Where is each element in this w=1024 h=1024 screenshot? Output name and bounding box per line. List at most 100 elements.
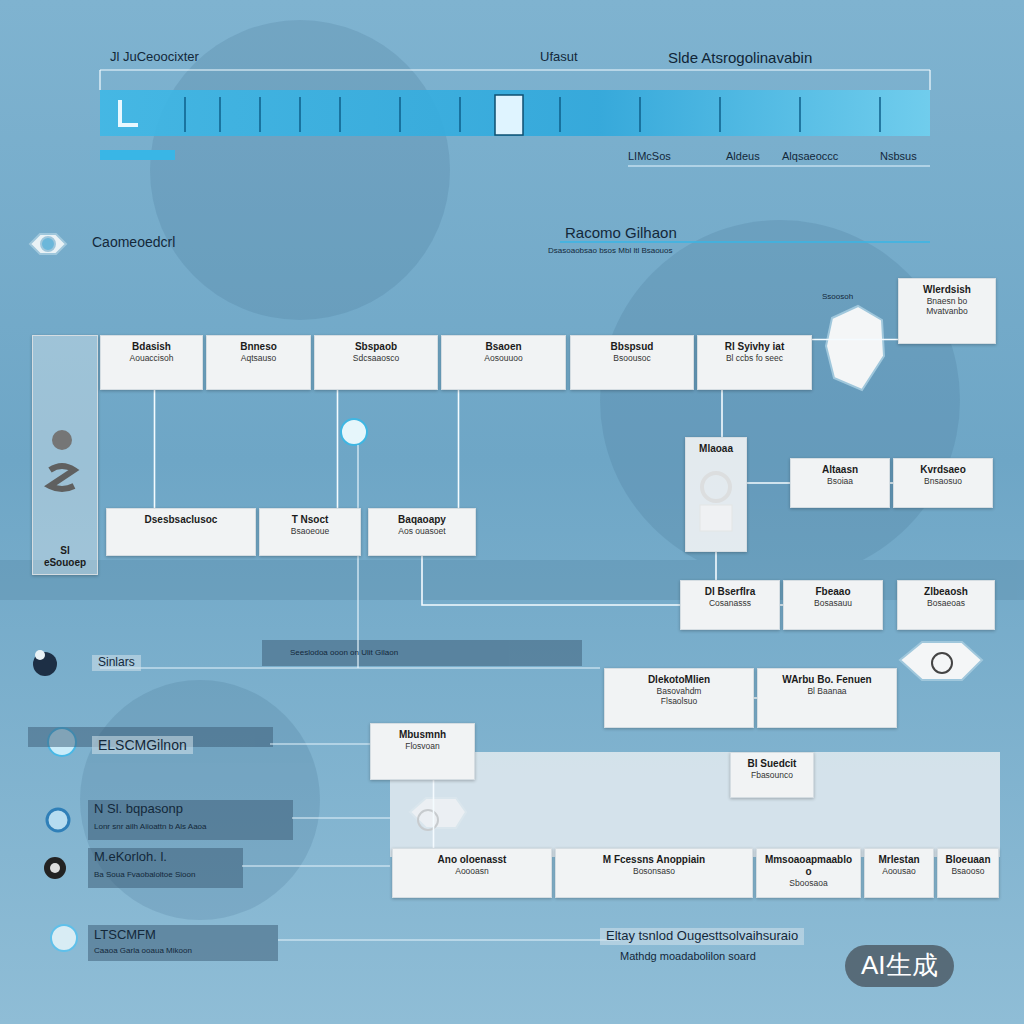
box-heading: Wlerdsish bbox=[905, 284, 989, 296]
text-label: LTSCMFM bbox=[94, 928, 156, 943]
box-heading: Ano oloenasst bbox=[399, 854, 545, 866]
box-subtext: Bosonsaso bbox=[562, 866, 746, 876]
watermark: AI生成 bbox=[845, 945, 954, 987]
box-heading: T Nsoct bbox=[266, 514, 354, 526]
text-label: Lonr snr ailh Aiioattn b Als Aaoa bbox=[94, 822, 207, 831]
box-subtext: Bl Baanaa bbox=[764, 686, 890, 696]
box-subtext: Bnsaosuo bbox=[900, 476, 986, 486]
process-box: Mlaoaa bbox=[685, 437, 747, 552]
connector bbox=[747, 482, 790, 484]
box-subtext: Sboosaoa bbox=[763, 878, 854, 888]
box-heading: Bsaoen bbox=[448, 341, 559, 353]
box-heading: Bl Suedcit bbox=[737, 758, 807, 770]
process-box: BsaoenAosouuoo bbox=[441, 335, 566, 390]
process-box: MbusmnhFlosvoan bbox=[370, 723, 475, 780]
text-label: Mathdg moadabolilon soard bbox=[620, 950, 756, 963]
box-subtext: Bsoiaa bbox=[797, 476, 883, 486]
box-heading: Bdasish bbox=[107, 341, 196, 353]
box-heading: WArbu Bo. Fenuen bbox=[764, 674, 890, 686]
box-heading: Mrlestan bbox=[871, 854, 927, 866]
connector bbox=[154, 390, 156, 508]
text-label: Sinlars bbox=[92, 655, 141, 671]
box-heading: M Fcessns Anoppiain bbox=[562, 854, 746, 866]
connector bbox=[337, 390, 339, 508]
text-label: Ssoosoh bbox=[822, 292, 853, 301]
box-heading: Dl Bserflra bbox=[687, 586, 773, 598]
process-box: FbeaaoBosasauu bbox=[783, 580, 883, 630]
process-box: MmsoaoapmaablooSboosaoa bbox=[756, 848, 861, 898]
process-box: T NsoctBsaoeoue bbox=[259, 508, 361, 556]
connector bbox=[721, 390, 723, 437]
box-subtext: Cosanasss bbox=[687, 598, 773, 608]
connector bbox=[812, 339, 898, 341]
box-heading: Bloeuaan bbox=[944, 854, 992, 866]
text-label: Jl JuCeoocixter bbox=[110, 50, 199, 65]
box-subtext: Aoooasn bbox=[399, 866, 545, 876]
process-box: AltaasnBsoiaa bbox=[790, 458, 890, 508]
process-box: Sl eSouoep bbox=[32, 335, 98, 575]
box-heading: Fbeaao bbox=[790, 586, 876, 598]
box-heading: Kvrdsaeo bbox=[900, 464, 986, 476]
process-box: Dsesbsaclusoc bbox=[106, 508, 256, 556]
process-box: DlekotoMlienBasovahdmFlsaolsuo bbox=[604, 668, 754, 728]
process-box: Rl Syivhy iatBl ccbs fo seec bbox=[697, 335, 812, 390]
process-box: Ano oloenasstAoooasn bbox=[392, 848, 552, 898]
box-subtext: Bsaoeoue bbox=[266, 526, 354, 536]
text-label: Seeslodoa ooon on Ulit Gilaon bbox=[290, 648, 398, 657]
diagram-title: Slde Atsrogolinavabin bbox=[668, 49, 812, 66]
text-label: Aldeus bbox=[726, 150, 760, 163]
box-subtext: Aosouuoo bbox=[448, 353, 559, 363]
text-label: Racomo Gilhaon bbox=[565, 224, 677, 241]
text-label: LIMcSos bbox=[628, 150, 671, 163]
process-box: WlerdsishBnaesn boMvatvanbo bbox=[898, 278, 996, 344]
connector bbox=[433, 780, 435, 848]
box-subtext: Aouaccisoh bbox=[107, 353, 196, 363]
box-subtext: Flosvoan bbox=[377, 741, 468, 751]
box-heading: Altaasn bbox=[797, 464, 883, 476]
box-subtext: Sdcsaaosco bbox=[321, 353, 431, 363]
box-subtext: Flsaolsuo bbox=[611, 696, 747, 706]
box-subtext: Bosaeoas bbox=[904, 598, 988, 608]
text-label: N Sl. bqpasonp bbox=[94, 802, 183, 817]
connector bbox=[422, 556, 680, 605]
box-heading: Baqaoapy bbox=[375, 514, 469, 526]
process-box: ZlbeaoshBosaeoas bbox=[897, 580, 995, 630]
text-label: Caomeoedcrl bbox=[92, 234, 175, 250]
box-subtext: Bosasauu bbox=[790, 598, 876, 608]
text-label: ELSCMGilnon bbox=[92, 736, 193, 754]
box-heading: Zlbeaosh bbox=[904, 586, 988, 598]
process-box: Bl SuedcitFbasounco bbox=[730, 752, 814, 798]
box-heading: Mbusmnh bbox=[377, 729, 468, 741]
box-heading: Mmsoaoapmaabloo bbox=[763, 854, 854, 878]
process-box: BloeuaanBsaooso bbox=[937, 848, 999, 898]
box-subtext: Bsaooso bbox=[944, 866, 992, 876]
box-subtext: Bl ccbs fo seec bbox=[704, 353, 805, 363]
process-box: SbspaobSdcsaaosco bbox=[314, 335, 438, 390]
box-subtext: Aoousao bbox=[871, 866, 927, 876]
process-box: Dl BserflraCosanasss bbox=[680, 580, 780, 630]
process-box: MrlestanAoousao bbox=[864, 848, 934, 898]
text-label: M.eKorloh. l. bbox=[94, 850, 167, 865]
process-box: M Fcessns AnoppiainBosonsaso bbox=[555, 848, 753, 898]
text-label: Nsbsus bbox=[880, 150, 917, 163]
box-heading: Bnneso bbox=[213, 341, 304, 353]
text-label: Ba Soua Fvaobaloltoe Sioon bbox=[94, 870, 195, 879]
process-box: KvrdsaeoBnsaosuo bbox=[893, 458, 993, 508]
box-heading: Sl eSouoep bbox=[39, 545, 91, 569]
box-heading: Mlaoaa bbox=[692, 443, 740, 455]
box-heading: DlekotoMlien bbox=[611, 674, 747, 686]
box-heading: Rl Syivhy iat bbox=[704, 341, 805, 353]
process-box: BdasishAouaccisoh bbox=[100, 335, 203, 390]
box-subtext: Bnaesn bo bbox=[905, 296, 989, 306]
text-label: Caaoa Garla ooaua Mikoon bbox=[94, 946, 192, 955]
text-label: Alqsaeoccc bbox=[782, 150, 838, 163]
box-subtext: Bsoousoc bbox=[577, 353, 687, 363]
box-heading: Sbspaob bbox=[321, 341, 431, 353]
box-subtext: Aos ouasoet bbox=[375, 526, 469, 536]
box-subtext: Basovahdm bbox=[611, 686, 747, 696]
connector bbox=[715, 552, 717, 580]
box-heading: Bbspsud bbox=[577, 341, 687, 353]
process-box: BbspsudBsoousoc bbox=[570, 335, 694, 390]
process-box: BaqaoapyAos ouasoet bbox=[368, 508, 476, 556]
connector bbox=[458, 390, 460, 508]
